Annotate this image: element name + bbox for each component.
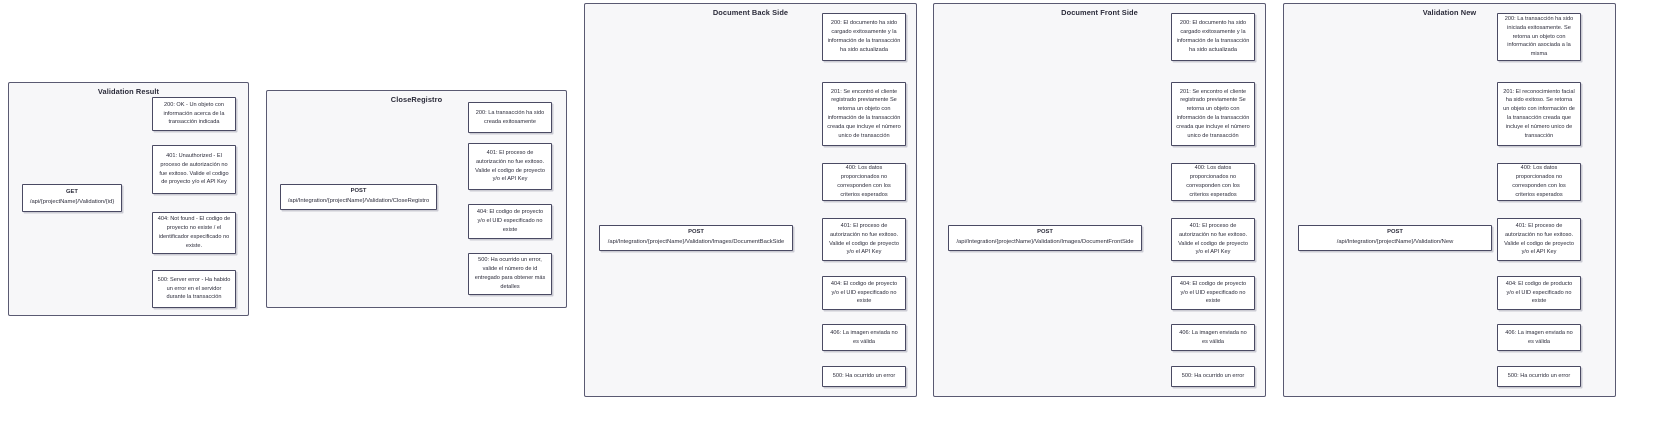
response-text-document-back-side-401: 401: El proceso de autorización no fue e… [829,222,899,256]
response-text-validation-result-401: 401: Unauthorized - El proceso de autori… [159,152,229,186]
response-node-document-back-side-500[interactable]: 500: Ha ocurrido un error [822,366,906,387]
response-text-validation-new-201: 201: El reconocimiento facial ha sido ex… [1503,88,1575,139]
method-path-document-front-side: /api/Integration/{projectName}/Validatio… [956,239,1134,245]
response-node-document-front-side-500[interactable]: 500: Ha ocurrido un error [1171,366,1255,387]
method-verb-close-registro: POST [350,188,367,195]
response-node-close-registro-200[interactable]: 200: La transacción ha sido creada exito… [468,102,552,133]
response-node-validation-result-404[interactable]: 404: Not found - El codigo de proyecto n… [152,212,236,254]
response-text-validation-result-500: 500: Server error - Ha habido un error e… [157,276,231,301]
method-node-document-back-side[interactable]: POST/api/Integration/{projectName}/Valid… [599,225,793,251]
response-node-document-back-side-200[interactable]: 200: El documento ha sido cargado exitos… [822,13,906,61]
method-verb-document-front-side: POST [1037,229,1053,236]
response-node-validation-result-200[interactable]: 200: OK - Un objeto con información acer… [152,97,236,131]
response-node-validation-new-404[interactable]: 404: El codigo de producto y/o el UID es… [1497,276,1581,310]
response-node-close-registro-500[interactable]: 500: Ha ocurrido un error, valide el núm… [468,253,552,295]
response-node-validation-new-200[interactable]: 200: La transacción ha sido iniciada exi… [1497,13,1581,61]
response-node-document-front-side-406[interactable]: 406: La imagen enviada no es válida [1171,324,1255,351]
response-node-validation-new-401[interactable]: 401: El proceso de autorización no fue e… [1497,218,1581,261]
response-node-document-back-side-401[interactable]: 401: El proceso de autorización no fue e… [822,218,906,261]
response-node-document-front-side-401[interactable]: 401: El proceso de autorización no fue e… [1171,218,1255,261]
response-node-validation-new-500[interactable]: 500: Ha ocurrido un error [1497,366,1581,387]
response-text-validation-new-400: 400: Los datos proporcionados no corresp… [1512,165,1566,198]
method-path-validation-new: /api/Integration/{projectName}/Validatio… [1336,239,1454,245]
method-verb-validation-new: POST [1387,229,1403,236]
response-text-document-back-side-406: 406: La imagen enviada no es válida [830,329,898,345]
panel-title-close-registro: CloseRegistro [390,95,443,104]
method-path-close-registro: /api/Integration/{projectName}/Validatio… [287,198,430,204]
response-text-close-registro-500: 500: Ha ocurrido un error, valide el núm… [474,257,546,290]
response-node-document-front-side-200[interactable]: 200: El documento ha sido cargado exitos… [1171,13,1255,61]
method-node-validation-result[interactable]: GET/api/{projectName}/Validation/{id} [22,184,122,212]
response-node-validation-new-400[interactable]: 400: Los datos proporcionados no corresp… [1497,163,1581,201]
response-node-document-front-side-201[interactable]: 201: Se encontro el cliente registrado p… [1171,82,1255,146]
panel-title-document-back-side: Document Back Side [712,8,789,17]
response-node-validation-new-406[interactable]: 406: La imagen enviada no es válida [1497,324,1581,351]
response-node-document-front-side-400[interactable]: 400: Los datos proporcionados no corresp… [1171,163,1255,201]
response-node-document-front-side-404[interactable]: 404: El codigo de proyecto y/o el UID es… [1171,276,1255,310]
response-node-validation-result-500[interactable]: 500: Server error - Ha habido un error e… [152,270,236,308]
response-node-document-back-side-404[interactable]: 404: El codigo de proyecto y/o el UID es… [822,276,906,310]
panel-title-document-front-side: Document Front Side [1061,8,1138,17]
response-node-validation-result-401[interactable]: 401: Unauthorized - El proceso de autori… [152,145,236,194]
response-text-close-registro-401: 401: El proceso de autorización no fue e… [475,149,545,183]
response-text-document-back-side-400: 400: Los datos proporcionados no corresp… [837,165,891,198]
response-text-document-front-side-406: 406: La imagen enviada no es válida [1179,329,1247,345]
response-text-validation-result-404: 404: Not found - El codigo de proyecto n… [157,216,231,249]
response-text-document-front-side-201: 201: Se encontro el cliente registrado p… [1176,88,1250,139]
response-text-close-registro-404: 404: El codigo de proyecto y/o el UID es… [476,209,544,233]
response-text-document-back-side-201: 201: Se encontró el cliente registrado p… [827,88,901,139]
response-text-document-front-side-401: 401: El proceso de autorización no fue e… [1178,222,1248,256]
response-text-document-front-side-400: 400: Los datos proporcionados no corresp… [1186,165,1240,198]
method-node-validation-new[interactable]: POST/api/Integration/{projectName}/Valid… [1298,225,1492,251]
method-path-validation-result: /api/{projectName}/Validation/{id} [29,199,115,205]
response-text-document-back-side-404: 404: El codigo de proyecto y/o el UID es… [830,280,898,305]
response-text-document-front-side-500: 500: Ha ocurrido un error [1181,373,1245,380]
panel-title-validation-new: Validation New [1422,8,1477,17]
panel-title-validation-result: Validation Result [97,87,160,96]
response-text-close-registro-200: 200: La transacción ha sido creada exito… [475,109,545,125]
response-text-document-front-side-404: 404: El codigo de proyecto y/o el UID es… [1179,280,1247,305]
response-text-validation-new-404: 404: El codigo de producto y/o el UID es… [1505,280,1573,305]
response-text-validation-new-200: 200: La transacción ha sido iniciada exi… [1504,15,1574,58]
method-verb-validation-result: GET [66,189,78,196]
response-text-validation-new-401: 401: El proceso de autorización no fue e… [1504,222,1574,256]
response-node-validation-new-201[interactable]: 201: El reconocimiento facial ha sido ex… [1497,82,1581,146]
response-node-document-back-side-400[interactable]: 400: Los datos proporcionados no corresp… [822,163,906,201]
response-text-validation-result-200: 200: OK - Un objeto con información acer… [163,101,225,126]
response-node-document-back-side-406[interactable]: 406: La imagen enviada no es válida [822,324,906,351]
response-text-document-front-side-200: 200: El documento ha sido cargado exitos… [1176,20,1250,53]
response-text-document-back-side-500: 500: Ha ocurrido un error [832,373,896,380]
response-node-close-registro-404[interactable]: 404: El codigo de proyecto y/o el UID es… [468,204,552,239]
response-text-validation-new-500: 500: Ha ocurrido un error [1507,373,1571,380]
response-text-validation-new-406: 406: La imagen enviada no es válida [1505,329,1573,345]
method-path-document-back-side: /api/Integration/{projectName}/Validatio… [607,239,785,245]
method-verb-document-back-side: POST [688,229,704,236]
response-text-document-back-side-200: 200: El documento ha sido cargado exitos… [827,20,901,53]
method-node-document-front-side[interactable]: POST/api/Integration/{projectName}/Valid… [948,225,1142,251]
method-node-close-registro[interactable]: POST/api/Integration/{projectName}/Valid… [280,184,437,210]
response-node-document-back-side-201[interactable]: 201: Se encontró el cliente registrado p… [822,82,906,146]
response-node-close-registro-401[interactable]: 401: El proceso de autorización no fue e… [468,143,552,190]
